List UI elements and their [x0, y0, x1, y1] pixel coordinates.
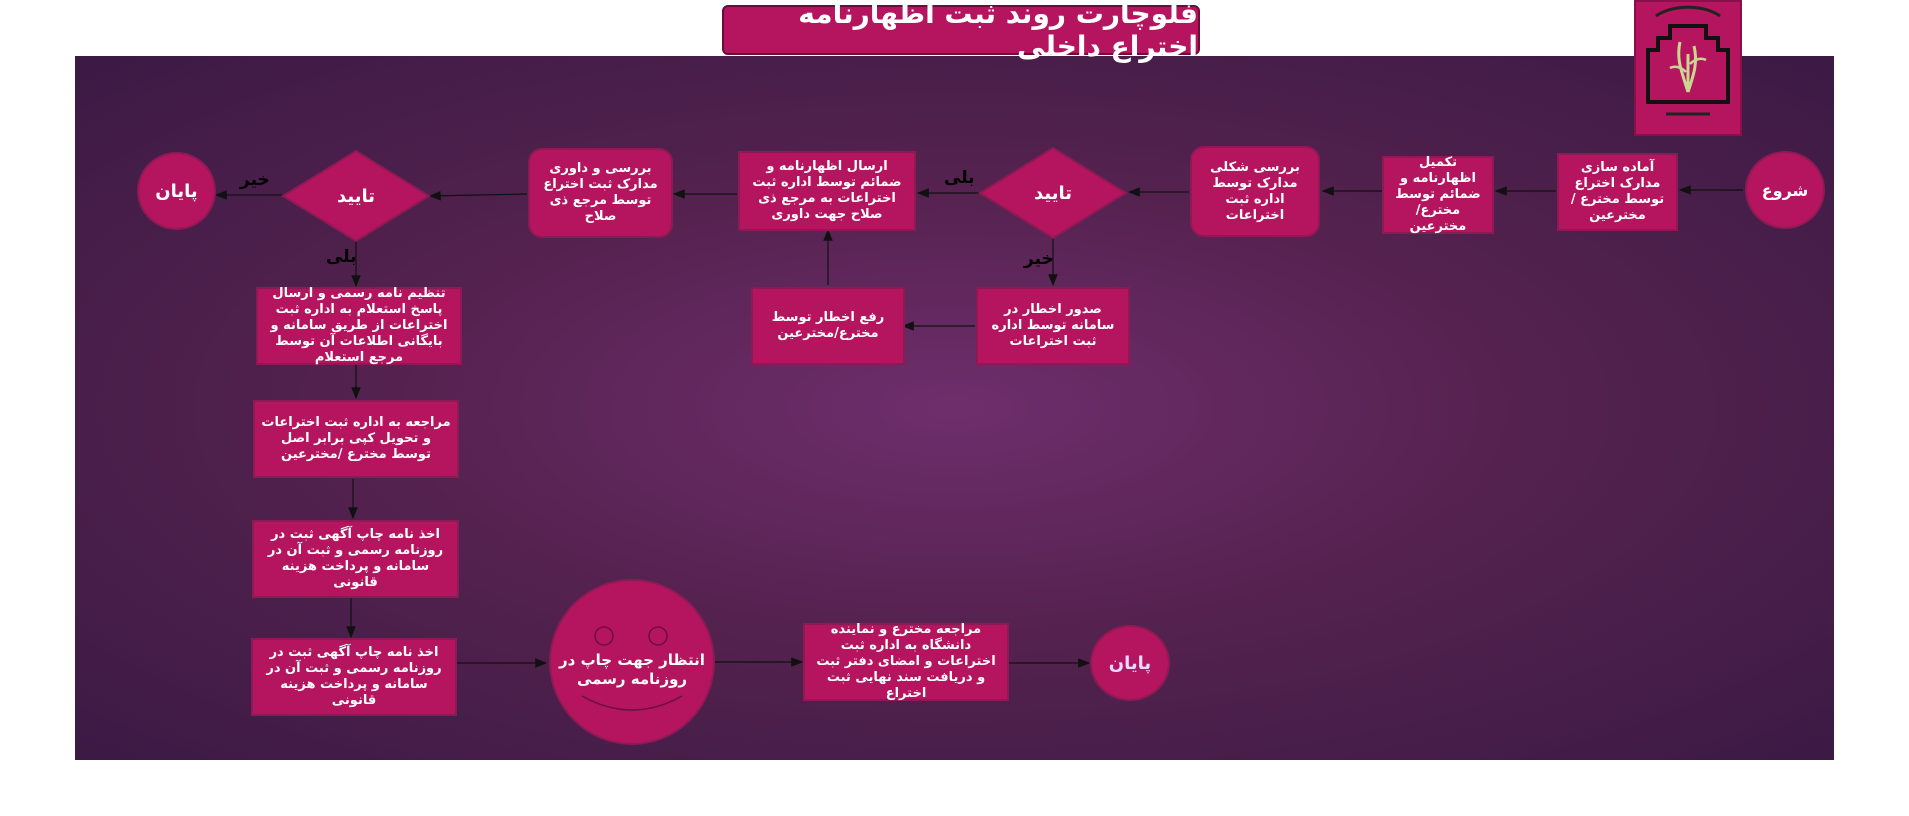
edge-label-yes-2: بلی: [326, 247, 357, 267]
resolve-notice-box: رفع اخطار توسط مخترع/مخترعین: [751, 287, 905, 365]
prepare-docs-box: آماده سازی مدارک اختراع توسط مخترع /مختر…: [1557, 153, 1678, 231]
decision-diamond-2: [281, 149, 431, 243]
end-node-top: پایان: [137, 152, 216, 230]
publish-notice-box-2: اخذ نامه چاپ آگهی ثبت در روزنامه رسمی و …: [251, 638, 457, 716]
start-node: شروع: [1745, 151, 1825, 229]
edge-label-no-1: خیر: [1024, 249, 1054, 269]
smiley-left-eye-icon: [594, 626, 614, 646]
university-logo-icon: [1634, 0, 1742, 136]
edge-label-no-2: خیر: [240, 170, 270, 190]
publish-notice-box-1: اخذ نامه چاپ آگهی ثبت در روزنامه رسمی و …: [252, 520, 459, 598]
end-node-bottom: پایان: [1090, 625, 1170, 701]
send-declaration-box: ارسال اظهارنامه و ضمائم توسط اداره ثبت ا…: [738, 151, 916, 231]
official-letter-box: تنظیم نامه رسمی و ارسال پاسخ استعلام به …: [256, 286, 462, 365]
issue-notice-box: صدور اخطار در سامانه توسط اداره ثبت اختر…: [976, 287, 1130, 365]
final-visit-box: مراجعه مخترع و نماینده دانشگاه به اداره …: [803, 622, 1009, 701]
decision-label-2: تایید: [336, 185, 376, 207]
wait-print-label: انتظار جهت چاپ در روزنامه رسمی: [559, 651, 705, 688]
smiley-right-eye-icon: [648, 626, 668, 646]
complete-declaration-box: تکمیل اظهارنامه و ضمائم توسط مخترع/مخترع…: [1382, 155, 1494, 234]
decision-diamond-1: [978, 146, 1128, 240]
formal-review-box: بررسی شکلی مدارک توسط اداره ثبت اختراعات: [1190, 146, 1320, 237]
review-judging-box: بررسی و داوری مدارک ثبت اختراع توسط مرجع…: [528, 148, 673, 238]
edge-label-yes-1: بلی: [944, 168, 975, 188]
smiley-wait-circle: [549, 579, 715, 745]
decision-label-1: تایید: [1033, 182, 1073, 204]
visit-office-box: مراجعه به اداره ثبت اختراعات و تحویل کپی…: [253, 400, 459, 478]
arrow-judging-to-approve2: [428, 190, 528, 201]
smiley-mouth-icon: [581, 695, 683, 711]
